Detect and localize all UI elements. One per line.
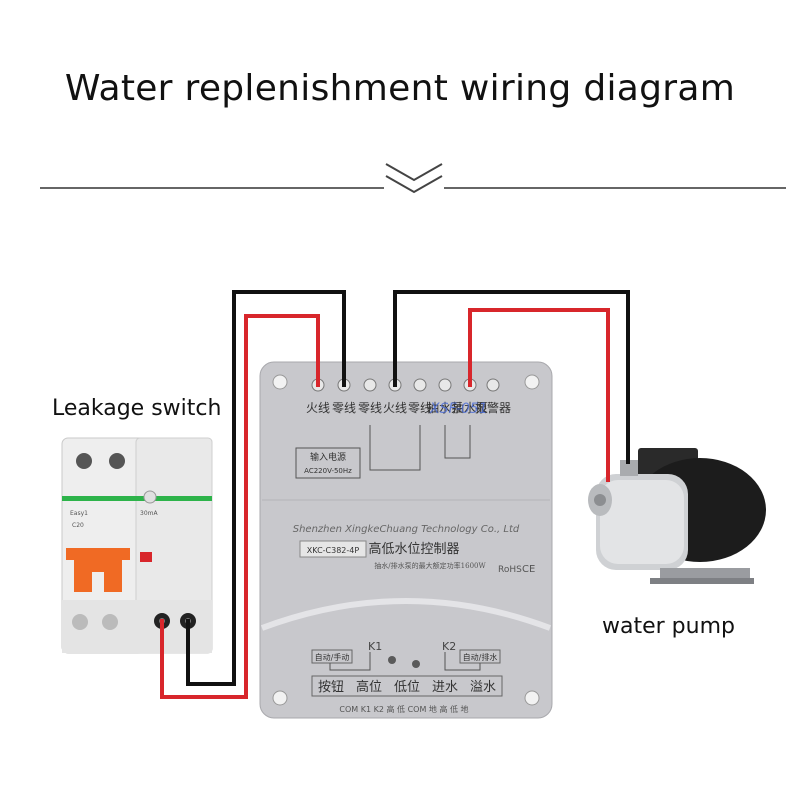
- led-indicator: [388, 656, 396, 664]
- power-spec: AC220V-50Hz: [304, 467, 352, 475]
- title-divider: [40, 163, 786, 194]
- terminal-label: 抽水泵: [427, 401, 463, 415]
- terminal-label: 零线: [358, 401, 382, 415]
- water-pump: [588, 448, 766, 584]
- wires: [160, 290, 630, 699]
- wire-red-breaker: [160, 314, 320, 699]
- bottom-label: 低位: [394, 680, 420, 695]
- wire-black-pump: [393, 290, 630, 464]
- ce-mark: CE: [522, 564, 535, 575]
- bottom-label: 高位: [356, 679, 382, 695]
- k2-label: K2: [442, 640, 456, 653]
- leakage-switch-label: Leakage switch: [52, 396, 222, 421]
- leakage-switch: Easy1 C20 30mA: [61, 437, 213, 654]
- breaker-spec: 30mA: [140, 510, 158, 517]
- rohs-mark: RoHS: [498, 565, 522, 575]
- k2-mode: 自动/排水: [463, 652, 498, 662]
- bottom-label: 按钮: [318, 680, 344, 695]
- wire-black-breaker: [186, 290, 346, 686]
- terminal-label: 抽水泵: [452, 401, 488, 415]
- water-pump-label: water pump: [602, 614, 735, 639]
- breaker-rating: C20: [72, 522, 84, 529]
- bottom-label: 进水: [432, 680, 458, 695]
- breaker-handle: [66, 548, 130, 592]
- terminal-label: 零线: [408, 401, 432, 415]
- controller-name: 高低水位控制器: [368, 541, 459, 557]
- chevron-down-icon: [385, 163, 443, 182]
- terminal-label: 零线: [332, 401, 356, 415]
- k1-mode: 自动/手动: [315, 652, 350, 662]
- watermark: XSF-051: [429, 401, 488, 417]
- power-label: 输入电源: [310, 451, 346, 463]
- page-title: Water replenishment wiring diagram: [64, 68, 736, 109]
- bottom-pin-labels: COM K1 K2 高 低 COM 地 高 低 地: [339, 704, 468, 714]
- terminal-label: 火线: [306, 401, 330, 415]
- model-label: XKC-C382-4P: [307, 546, 360, 555]
- breaker-brand: Easy1: [70, 510, 88, 517]
- led-indicator: [412, 660, 420, 668]
- terminal-label: 报警器: [475, 400, 511, 415]
- wire-red-pump: [468, 308, 610, 482]
- controller-board: 火线 零线 零线 火线 零线 抽水泵 抽水泵 报警器 输入电源 AC220V-5…: [259, 361, 553, 719]
- k1-label: K1: [368, 640, 382, 653]
- power-rating-note: 抽水/排水泵的最大额定功率1600W: [374, 561, 486, 570]
- company-name: Shenzhen XingkeChuang Technology Co., Lt…: [293, 524, 520, 535]
- bottom-label: 溢水: [470, 680, 496, 695]
- terminal-label: 火线: [383, 401, 407, 415]
